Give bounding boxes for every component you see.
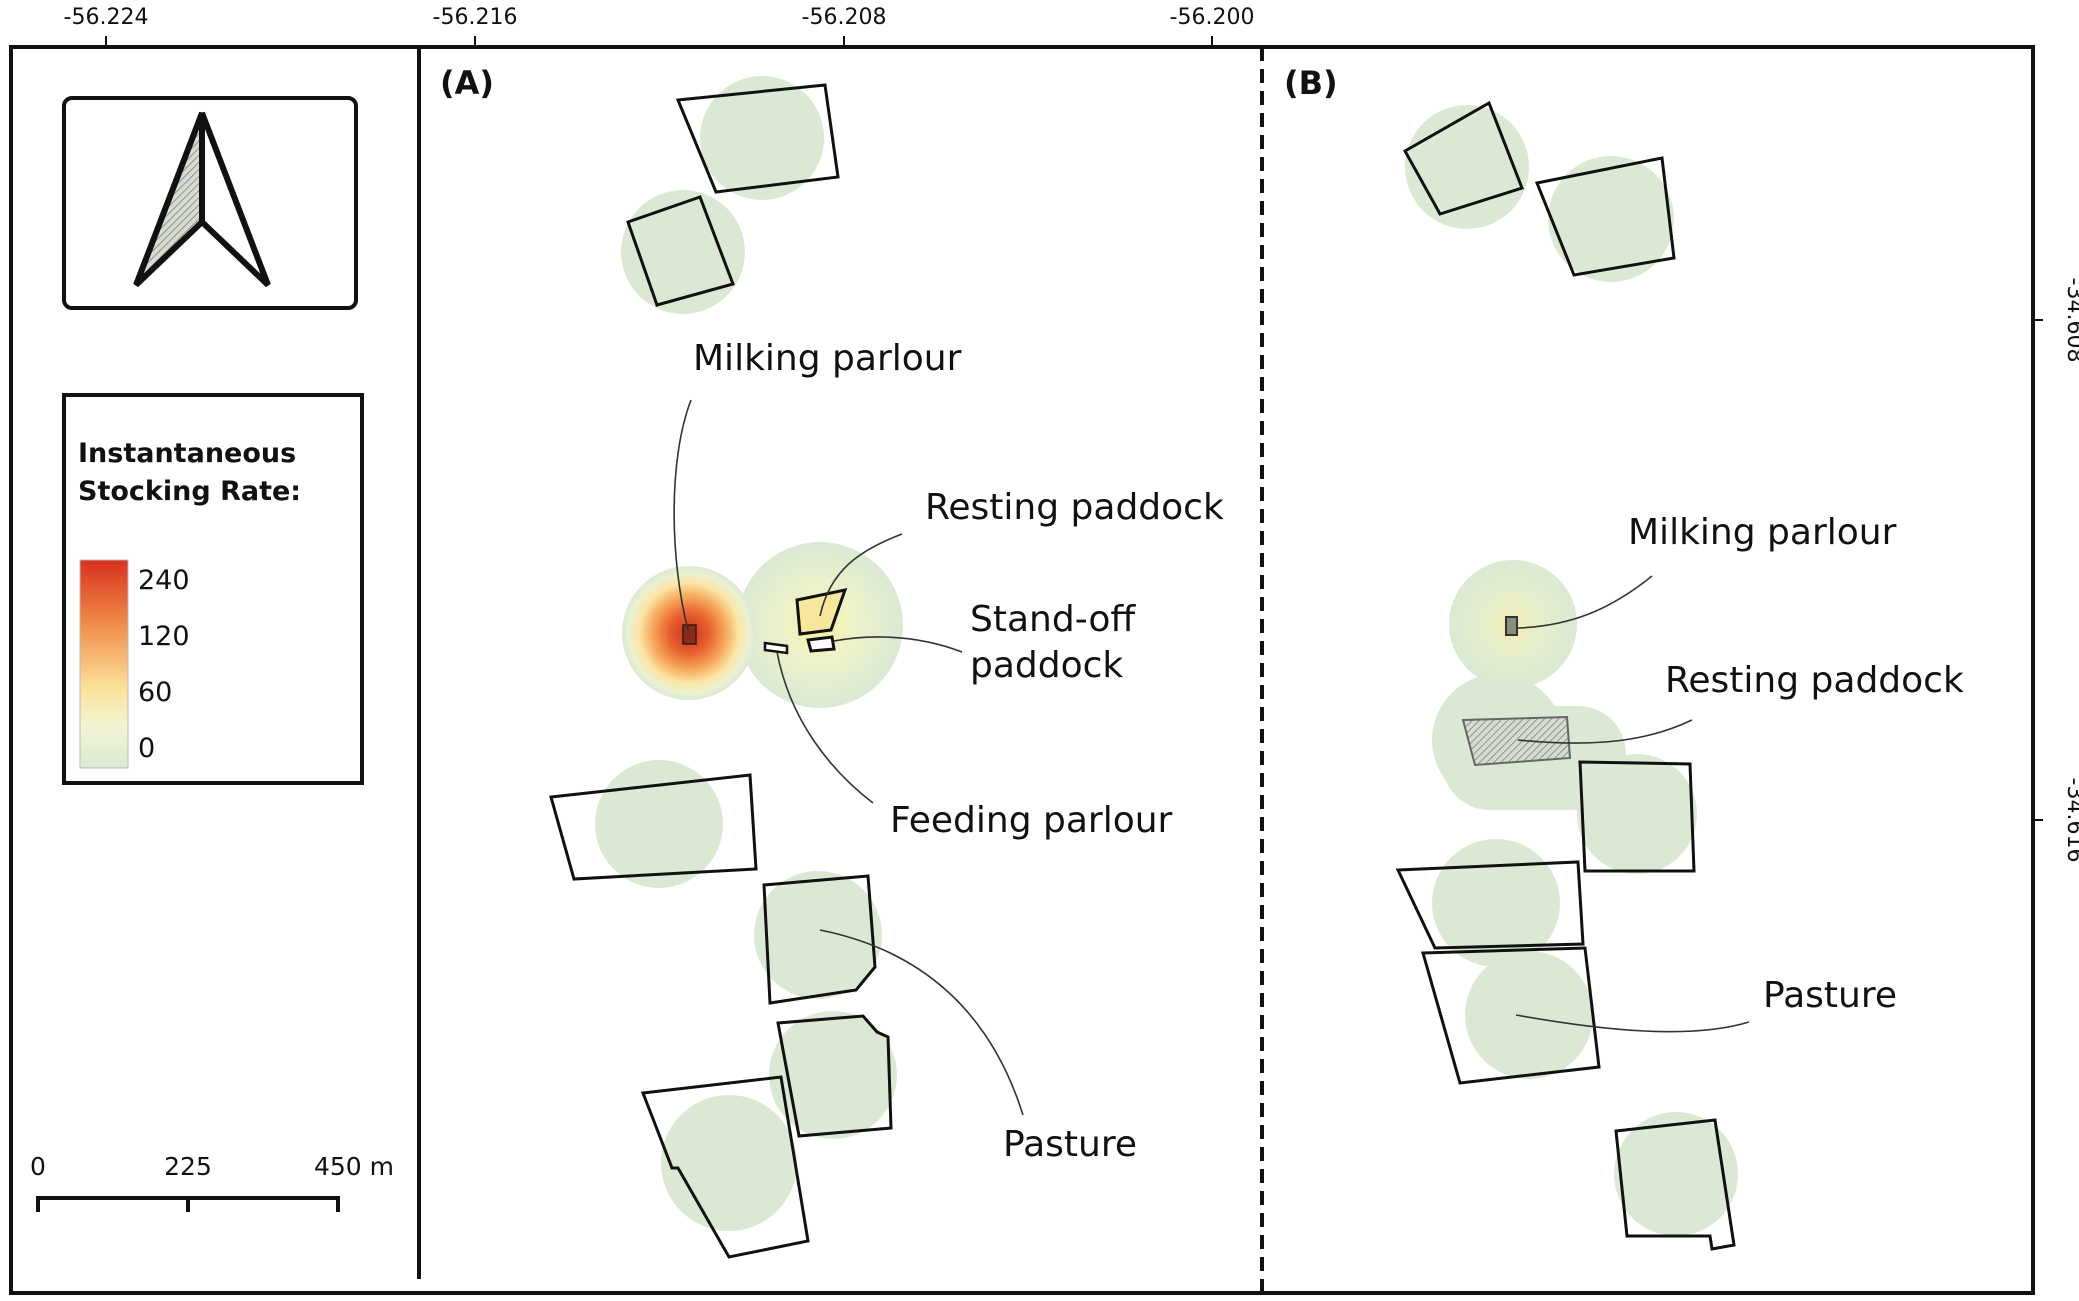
top-axis-ticks: -56.224 -56.216 -56.208 -56.200 [64, 5, 1255, 46]
pasture-paddock [1421, 946, 1601, 1085]
map-frame [9, 45, 2035, 1295]
scale-label: 0 [30, 1152, 46, 1181]
standoff-paddock [806, 635, 836, 653]
scale-label: 450 m [314, 1152, 394, 1181]
label-resting-paddock: Resting paddock [925, 487, 1224, 528]
pasture-paddock [1614, 1118, 1736, 1251]
right-tick-label: -34.616 [2062, 778, 2079, 863]
panel-a-halos [595, 76, 903, 1231]
north-arrow-icon [133, 111, 271, 288]
top-tick-label: -56.208 [802, 5, 887, 30]
legend-tick: 120 [138, 621, 190, 652]
pasture-paddock [626, 195, 735, 307]
top-tick-label: -56.200 [1170, 5, 1255, 30]
legend-tick: 60 [138, 677, 172, 708]
panel-a: (A) [440, 64, 1224, 1259]
pasture-paddock [549, 773, 758, 881]
label-standoff-paddock: paddock [970, 645, 1123, 686]
label-standoff-paddock: Stand-off [970, 599, 1136, 640]
pasture-paddock [776, 1014, 893, 1138]
label-pasture: Pasture [1003, 1124, 1137, 1165]
panel-a-tag: (A) [440, 64, 494, 102]
panel-b-tag: (B) [1284, 64, 1338, 102]
resting-paddock [1461, 715, 1572, 767]
north-arrow-box [62, 96, 358, 310]
label-resting-paddock: Resting paddock [1665, 660, 1964, 701]
milking-parlour [682, 624, 697, 645]
label-feeding-parlour: Feeding parlour [890, 800, 1173, 841]
panel-b-paddocks [1395, 100, 1736, 1251]
label-milking-parlour: Milking parlour [1628, 512, 1897, 553]
legend-title: Instantaneous [78, 438, 296, 469]
right-tick-label: -34.608 [2062, 278, 2079, 363]
feeding-parlour [763, 641, 789, 655]
pasture-paddock [1578, 760, 1696, 873]
legend-tick: 240 [138, 565, 190, 596]
legend-title: Stocking Rate: [78, 476, 301, 507]
top-tick-label: -56.224 [64, 5, 149, 30]
panel-a-paddocks [549, 83, 893, 1259]
panel-b-leaders [1515, 575, 1750, 1033]
pasture-paddock [1395, 860, 1585, 950]
pasture-paddock [640, 1075, 810, 1259]
milking-parlour [1505, 616, 1518, 636]
top-tick-label: -56.216 [433, 5, 518, 30]
pasture-paddock [1534, 156, 1676, 277]
panel-b: (B) [1284, 64, 1964, 1251]
pasture-paddock [762, 874, 877, 1005]
legend-colorbar [79, 559, 129, 769]
legend-tick: 0 [138, 733, 155, 764]
label-milking-parlour: Milking parlour [693, 338, 962, 379]
pasture-paddock [1402, 100, 1524, 216]
scale-label: 225 [164, 1152, 212, 1181]
scale-bar: 0 225 450 m [30, 1152, 394, 1212]
stocking-rate-legend: Instantaneous Stocking Rate: 240 120 60 … [62, 393, 364, 785]
label-pasture: Pasture [1763, 975, 1897, 1016]
right-axis-ticks: -34.608 -34.616 [2033, 278, 2079, 863]
panel-a-leaders [673, 399, 1024, 1116]
pasture-paddock [675, 83, 840, 194]
